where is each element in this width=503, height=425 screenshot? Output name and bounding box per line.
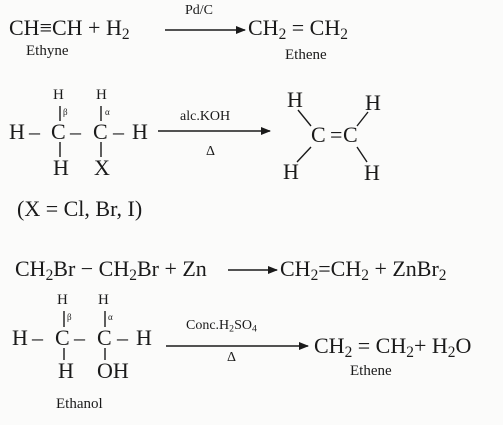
- atom-x: X: [94, 155, 110, 180]
- product-h-top-left: H: [287, 87, 303, 112]
- ethanol-h-right: H: [136, 325, 152, 350]
- ethanol-h-top-left: H: [57, 292, 68, 308]
- atom-h-left: H: [9, 119, 25, 144]
- heat-symbol-2: Δ: [227, 350, 237, 365]
- product-h-top-right: H: [365, 90, 381, 115]
- ethanol-dash-2: –: [74, 325, 85, 350]
- bond-c-h-top-right: [356, 111, 369, 127]
- ethene-formula-1: CH2 = CH2: [248, 15, 348, 43]
- ethanol-oh: OH: [97, 358, 129, 383]
- reagent-pd-c: Pd/C: [185, 3, 214, 18]
- bond-dash-2: –: [70, 119, 81, 144]
- ethanol-h-top-right: H: [98, 292, 109, 308]
- bond-dash-1: –: [29, 119, 40, 144]
- atom-c-alpha: C: [93, 119, 108, 144]
- ethyne-formula: CH≡CH + H2: [9, 15, 130, 43]
- label-ethene-2: Ethene: [350, 363, 392, 379]
- ethanol-c-beta: C: [55, 325, 70, 350]
- bond-c-h-top-left: [297, 109, 312, 127]
- product-h-bottom-left: H: [283, 159, 299, 184]
- reagent-conc-h2so4: Conc.H2SO4: [186, 318, 257, 335]
- atom-h-bottom-left: H: [53, 155, 69, 180]
- bond-c-h-bottom-right: [356, 146, 368, 163]
- heat-symbol-1: Δ: [206, 144, 216, 159]
- label-ethanol: Ethanol: [56, 396, 103, 412]
- label-beta: β: [63, 107, 68, 117]
- ethanol-h-left: H: [12, 325, 28, 350]
- label-ethyne: Ethyne: [26, 43, 69, 59]
- atom-h-top-right: H: [96, 87, 107, 103]
- halogen-note: (X = Cl, Br, I): [17, 196, 143, 221]
- reagent-alc-koh: alc.KOH: [180, 109, 231, 124]
- dibromide-equation-lhs: CH2Br − CH2Br + Zn: [15, 256, 207, 284]
- label-ethene-1: Ethene: [285, 47, 327, 63]
- product-c-right: C: [343, 122, 358, 147]
- ethanol-c-alpha: C: [97, 325, 112, 350]
- product-h-bottom-right: H: [364, 160, 380, 185]
- ethene-water-product: CH2 = CH2+ H2O: [314, 333, 472, 361]
- ethanol-dash-3: –: [117, 325, 128, 350]
- bond-dash-3: –: [113, 119, 124, 144]
- bond-c-h-bottom-left: [296, 146, 312, 163]
- ethanol-h-bottom: H: [58, 358, 74, 383]
- atom-c-beta: C: [51, 119, 66, 144]
- atom-h-right: H: [132, 119, 148, 144]
- label-alpha: α: [105, 107, 110, 117]
- ethanol-dash-1: –: [32, 325, 43, 350]
- ethanol-label-alpha: α: [108, 312, 113, 322]
- atom-h-top-left: H: [53, 87, 64, 103]
- dibromide-equation-rhs: CH2=CH2 + ZnBr2: [280, 256, 447, 284]
- ethanol-label-beta: β: [67, 312, 72, 322]
- product-c-left: C: [311, 122, 326, 147]
- product-double-bond: =: [330, 122, 343, 147]
